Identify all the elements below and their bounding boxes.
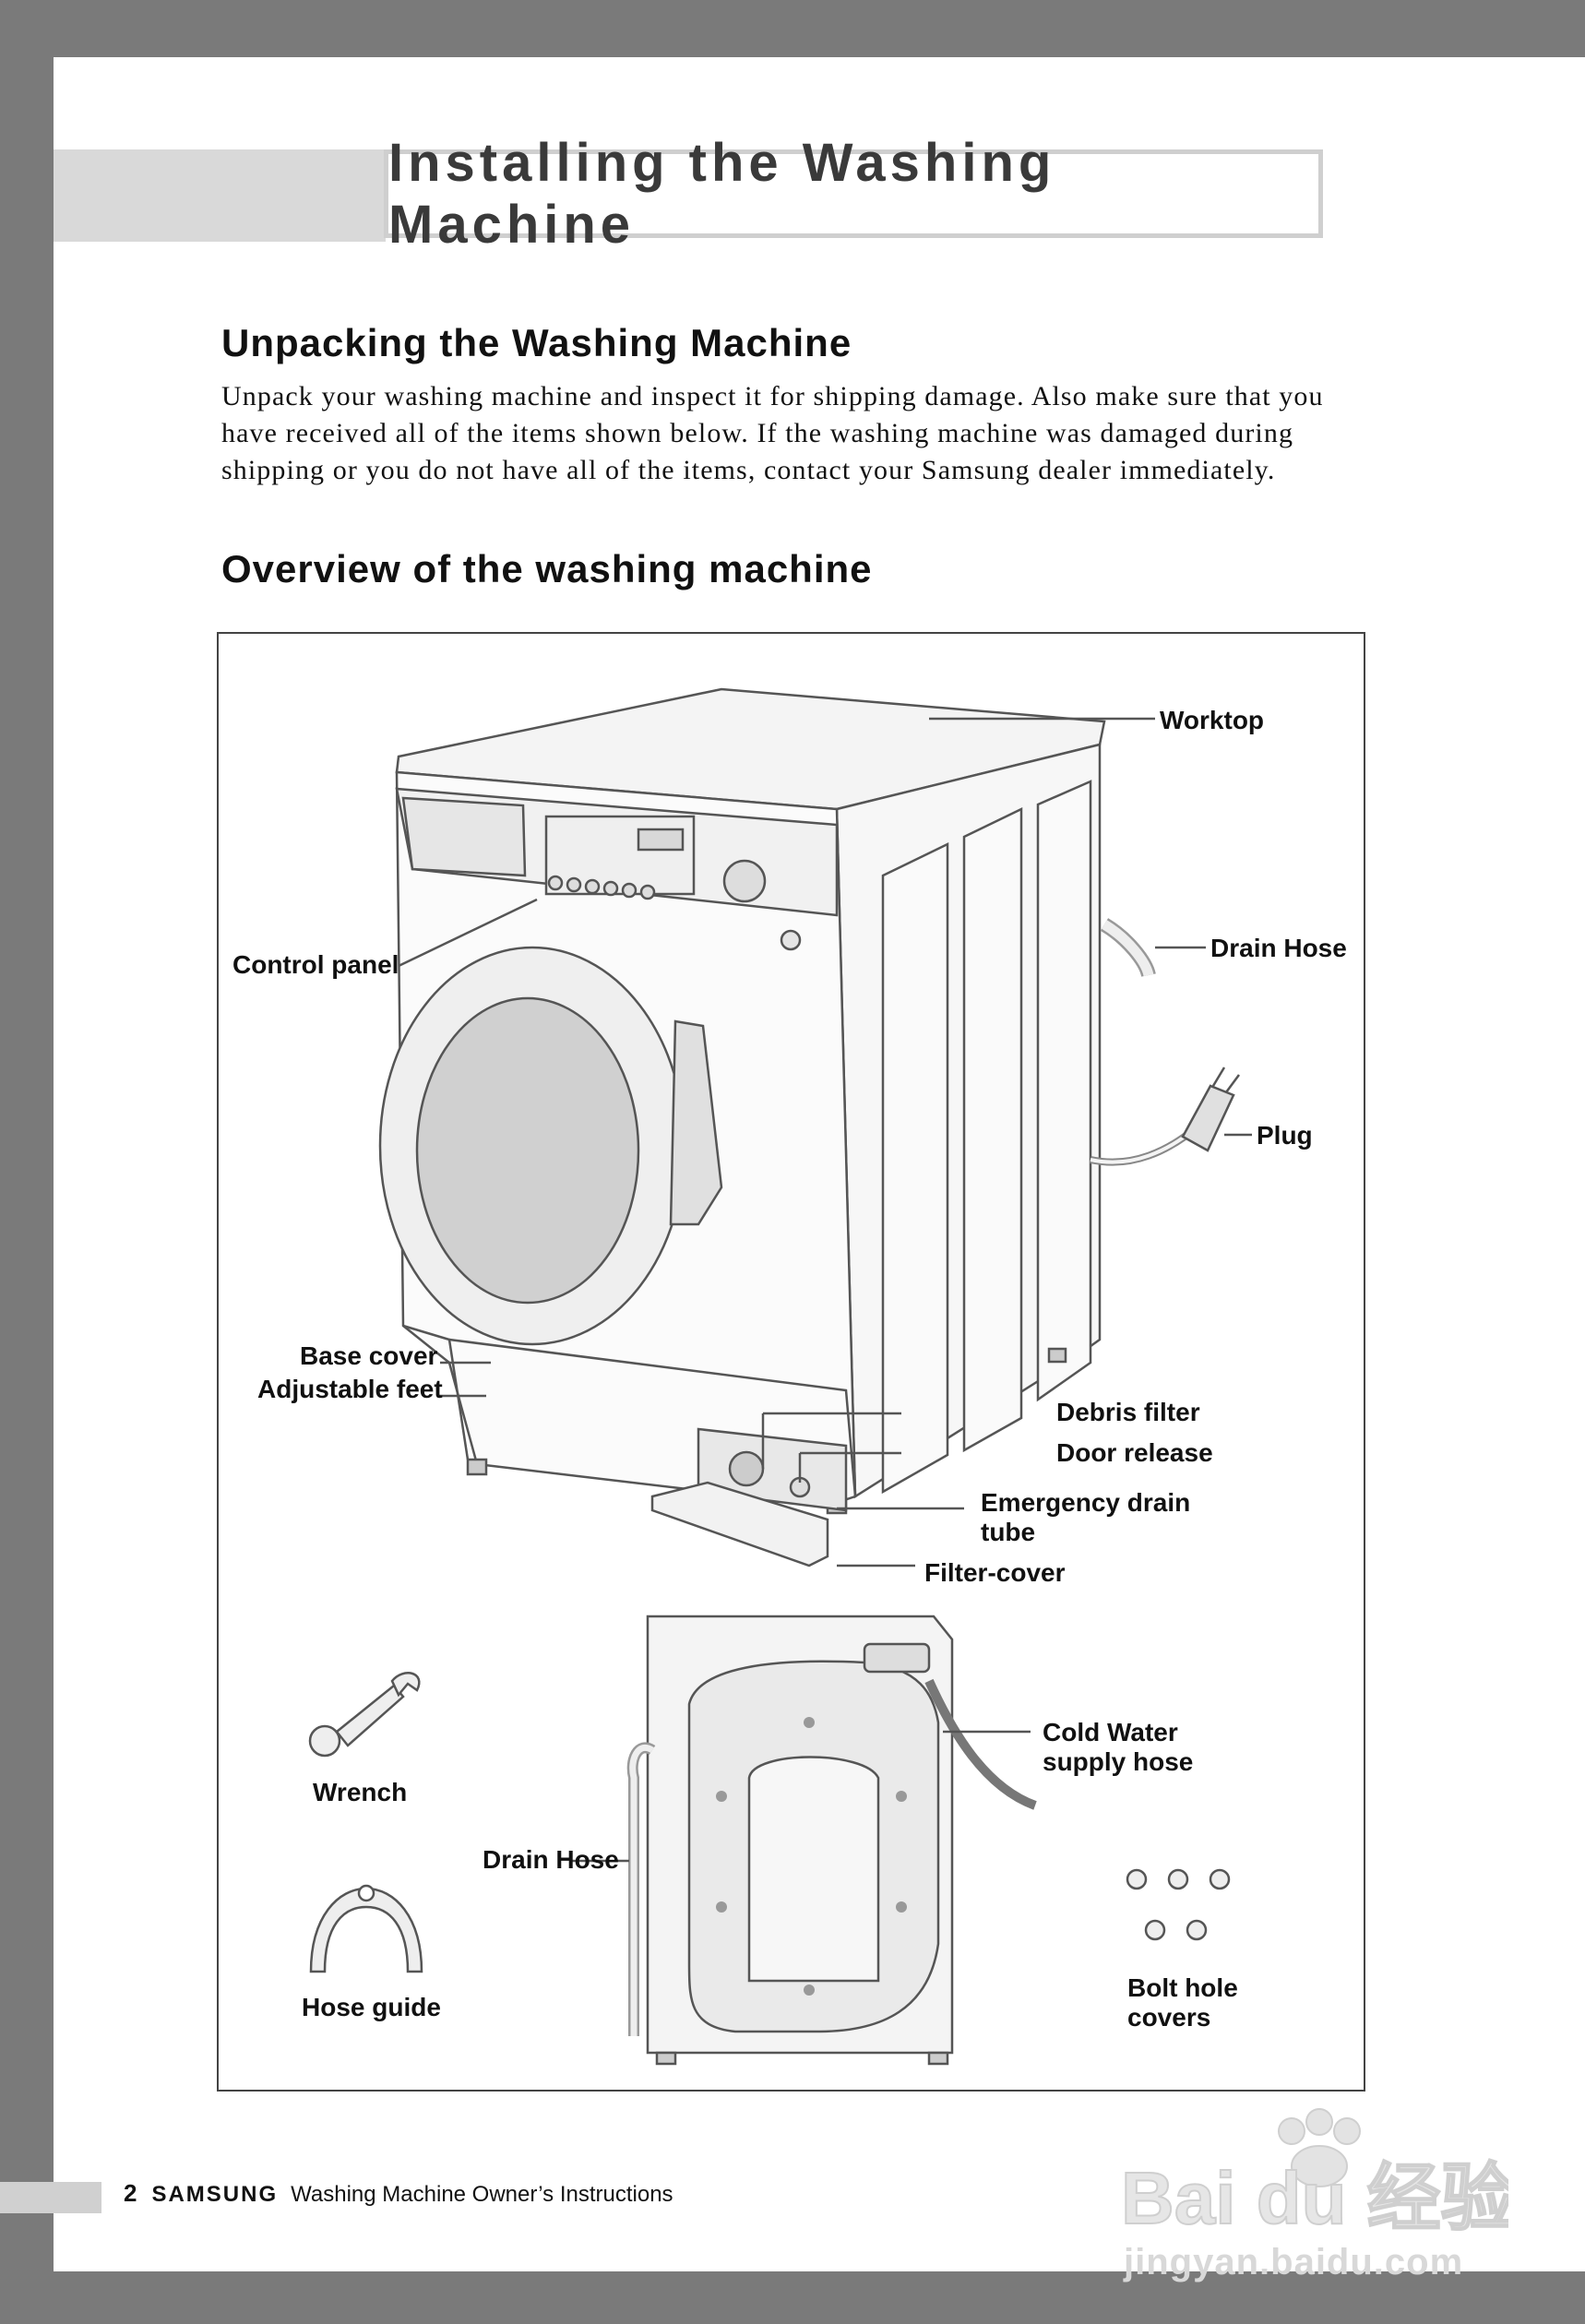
label-cold-water-2: supply hose — [1043, 1747, 1194, 1776]
label-control-panel: Control panel — [232, 950, 399, 979]
washing-machine-illustration — [308, 687, 1252, 2066]
label-wrench: Wrench — [313, 1778, 408, 1806]
title-band — [54, 149, 386, 242]
page-title-box: Installing the Washing Machine — [384, 133, 1323, 255]
wrench-shape — [308, 1672, 421, 1758]
unpacking-body: Unpack your washing machine and inspect … — [221, 381, 1324, 485]
unpacking-heading: Unpacking the Washing Machine — [221, 321, 852, 364]
label-adjustable-feet: Adjustable feet — [257, 1375, 443, 1403]
baidu-watermark-logo: Bai du 经验 — [1121, 2108, 1508, 2240]
overview-figure: Worktop Drain Hose Control panel Plug Ba… — [217, 632, 1365, 2092]
page-footer: 2 SAMSUNG Washing Machine Owner’s Instruct… — [124, 2179, 673, 2208]
label-door-release: Door release — [1056, 1438, 1213, 1467]
door-glass — [415, 996, 640, 1305]
label-hose-guide: Hose guide — [302, 1993, 441, 2021]
label-bolt-hole-2: covers — [1127, 2003, 1211, 2032]
watermark-logo-text: Bai du 经验 — [1121, 2157, 1508, 2239]
footer-text: Washing Machine Owner’s Instructions — [291, 2182, 673, 2207]
label-debris-filter: Debris filter — [1056, 1398, 1200, 1426]
footer-bar — [0, 2182, 101, 2213]
detergent-drawer — [401, 796, 527, 877]
bolt-hole-covers-shape — [1126, 1868, 1231, 1941]
plug-shape — [1181, 1084, 1235, 1152]
label-emergency-drain-1: Emergency drain — [981, 1488, 1191, 1517]
page-number: 2 — [124, 2179, 137, 2207]
label-bolt-hole-1: Bolt hole — [1127, 1973, 1238, 2002]
label-worktop: Worktop — [1160, 706, 1265, 734]
label-emergency-drain-2: tube — [981, 1518, 1036, 1546]
watermark-url: jingyan.baidu.com — [1124, 2242, 1464, 2282]
label-drain-hose-back: Drain Hose — [483, 1845, 619, 1874]
label-cold-water-1: Cold Water — [1043, 1718, 1178, 1746]
debris-filter-shape — [728, 1450, 765, 1487]
label-base-cover: Base cover — [300, 1341, 438, 1370]
page-title: Installing the Washing Machine — [388, 133, 1056, 255]
footer-brand: SAMSUNG — [151, 2182, 279, 2207]
label-plug: Plug — [1257, 1121, 1313, 1150]
overview-heading: Overview of the washing machine — [221, 547, 873, 590]
door-handle — [669, 1019, 723, 1226]
program-dial — [722, 859, 767, 903]
hose-guide-shape — [309, 1887, 423, 1973]
filter-cover-shape — [650, 1481, 829, 1567]
label-drain-hose: Drain Hose — [1210, 934, 1347, 962]
label-filter-cover: Filter-cover — [924, 1558, 1066, 1587]
